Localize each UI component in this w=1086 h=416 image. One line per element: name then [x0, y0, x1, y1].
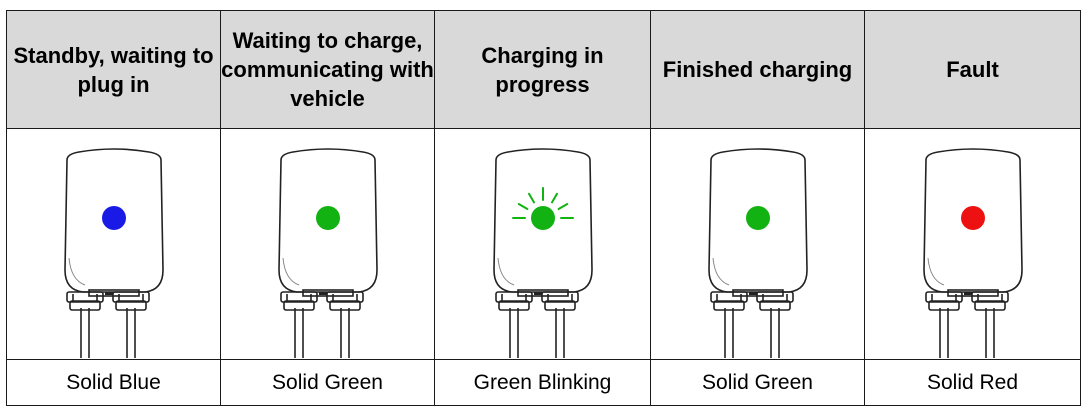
ev-charger-icon	[707, 148, 808, 358]
label-row: Solid Blue Solid Green Green Blinking So…	[6, 359, 1081, 406]
header-charging: Charging in progress	[434, 10, 651, 129]
image-cell	[434, 128, 651, 360]
image-cell	[6, 128, 221, 360]
status-led-icon	[530, 206, 555, 230]
label-fault: Solid Red	[864, 359, 1081, 406]
status-led-icon	[101, 206, 126, 230]
ev-charger-icon	[492, 148, 593, 358]
label-waiting: Solid Green	[220, 359, 435, 406]
image-cell	[650, 128, 865, 360]
ev-charger-icon	[922, 148, 1023, 358]
header-row: Standby, waiting to plug in Waiting to c…	[6, 10, 1081, 129]
image-cell	[220, 128, 435, 360]
label-finished: Solid Green	[650, 359, 865, 406]
header-waiting: Waiting to charge, communicating with ve…	[220, 10, 435, 129]
status-table-container: Standby, waiting to plug in Waiting to c…	[6, 10, 1081, 406]
image-row	[6, 128, 1081, 360]
header-standby: Standby, waiting to plug in	[6, 10, 221, 129]
status-led-icon	[960, 206, 985, 230]
label-charging: Green Blinking	[434, 359, 651, 406]
status-led-icon	[745, 206, 770, 230]
image-cell	[864, 128, 1081, 360]
ev-charger-icon	[277, 148, 378, 358]
header-fault: Fault	[864, 10, 1081, 129]
charger-status-table: Standby, waiting to plug in Waiting to c…	[6, 10, 1081, 406]
label-standby: Solid Blue	[6, 359, 221, 406]
status-led-icon	[315, 206, 340, 230]
ev-charger-icon	[63, 148, 164, 358]
header-finished: Finished charging	[650, 10, 865, 129]
